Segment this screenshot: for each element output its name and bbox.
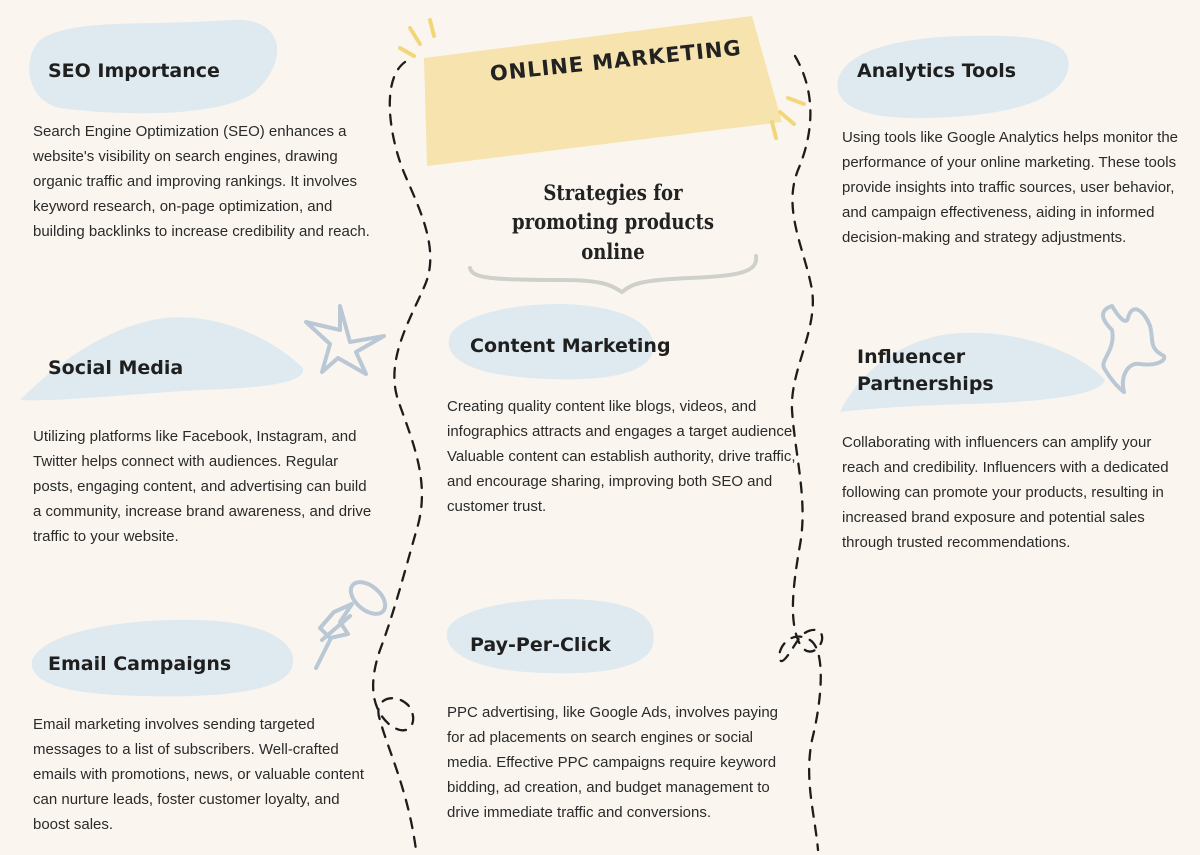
brace-doodle-icon (468, 254, 759, 295)
sparkle-doodle-icon (1101, 304, 1167, 394)
pushpin-icon (314, 580, 388, 670)
content-heading: Content Marketing (470, 335, 671, 357)
seo-text: Search Engine Optimization (SEO) enhance… (33, 123, 370, 240)
content-heading-blob (448, 304, 654, 380)
influencer-heading-blob (840, 332, 1105, 412)
social-text: Utilizing platforms like Facebook, Insta… (33, 428, 372, 545)
right-dashed-path (778, 54, 824, 852)
analytics-heading-blob (837, 35, 1069, 119)
ppc-heading-blob (446, 599, 654, 674)
email-heading: Email Campaigns (48, 653, 232, 675)
seo-heading-blob (29, 19, 278, 114)
analytics-heading: Analytics Tools (857, 60, 1017, 82)
seo-heading: SEO Importance (48, 60, 220, 82)
title-note-paper (424, 16, 782, 166)
star-doodle-icon (304, 304, 386, 376)
content-text: Creating quality content like blogs, vid… (447, 398, 797, 515)
social-heading: Social Media (48, 357, 184, 379)
main-subtitle: Strategies for promoting products online (511, 180, 715, 264)
ppc-heading: Pay-Per-Click (470, 634, 611, 656)
email-heading-blob (31, 619, 294, 697)
social-heading-blob (20, 317, 304, 401)
email-text: Email marketing involves sending targete… (33, 716, 364, 833)
left-dashed-path (372, 60, 432, 852)
influencer-heading: Influencer Partnerships (857, 346, 994, 395)
analytics-text: Using tools like Google Analytics helps … (842, 129, 1179, 246)
title-accent-rays (398, 18, 806, 140)
ppc-text: PPC advertising, like Google Ads, involv… (447, 704, 779, 821)
influencer-text: Collaborating with influencers can ampli… (842, 434, 1169, 551)
